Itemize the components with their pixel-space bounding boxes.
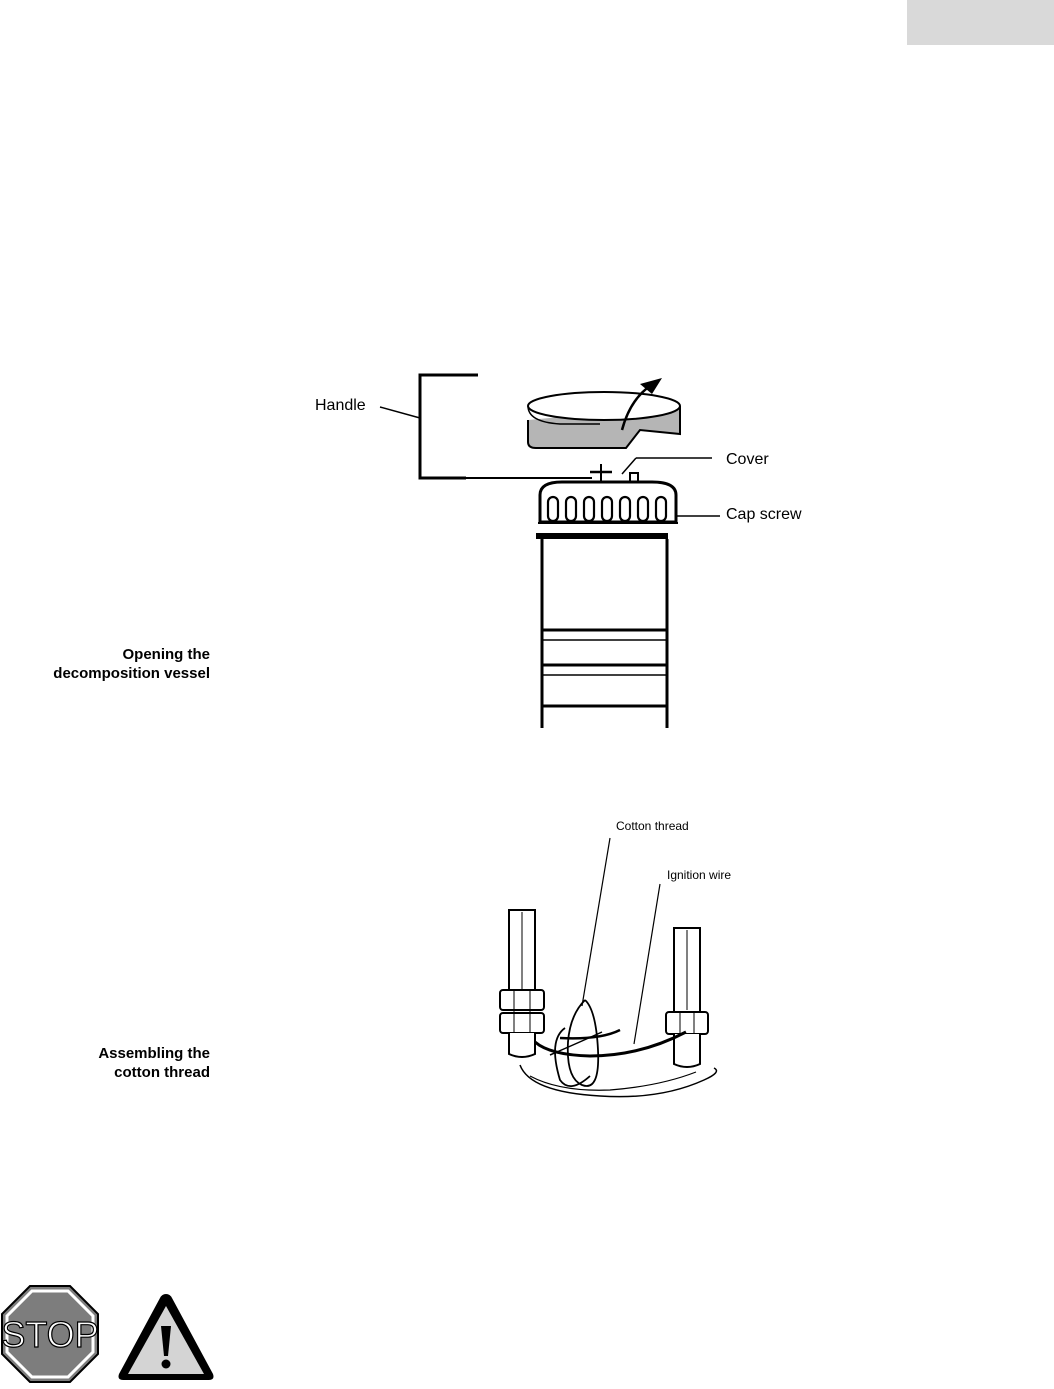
- thread-caption-line-1: Assembling the: [98, 1045, 210, 1062]
- vessel-caption-line-1: Opening the: [122, 646, 211, 663]
- cotton-thread-label: Cotton thread: [616, 819, 689, 833]
- vessel-illustration: [379, 373, 720, 728]
- stop-sign-icon: STOP: [0, 1284, 100, 1384]
- handle-label: Handle: [315, 397, 366, 414]
- thread-caption: Assembling the cotton thread: [0, 1044, 210, 1082]
- warning-icon: [116, 1290, 216, 1384]
- stop-sign-text: STOP: [1, 1314, 98, 1355]
- vessel-caption: Opening the decomposition vessel: [0, 645, 210, 683]
- cover-label: Cover: [726, 451, 769, 468]
- thread-illustration: [499, 837, 718, 1098]
- cap-screw-label: Cap screw: [726, 506, 802, 523]
- vessel-caption-line-2: decomposition vessel: [53, 665, 210, 682]
- thread-caption-line-2: cotton thread: [114, 1064, 210, 1081]
- corner-tab: [907, 0, 1054, 45]
- thread-figure: Cotton thread Ignition wire: [490, 810, 750, 1110]
- ignition-wire-label: Ignition wire: [667, 868, 732, 882]
- vessel-figure: Handle Cover Cap screw: [300, 360, 820, 735]
